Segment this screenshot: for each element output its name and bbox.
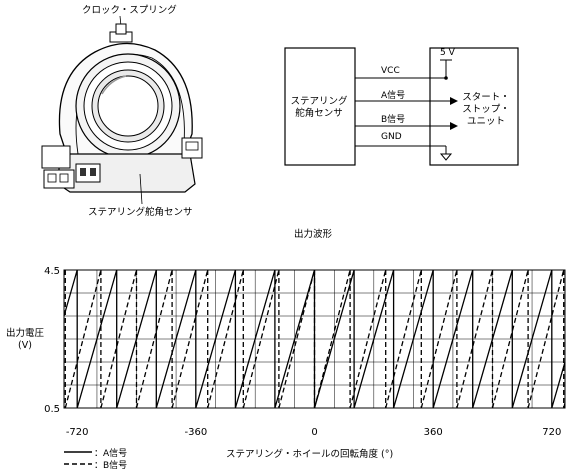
legend-a-signal: ：A信号	[94, 449, 128, 459]
supply-voltage-label: 5 V	[440, 48, 455, 58]
series-line-b-signal	[63, 269, 566, 409]
y-axis-label: 出力電圧 (V)	[5, 328, 44, 351]
steering-angle-sensor-illustration	[41, 15, 203, 205]
y-tick-label: 4.5	[44, 266, 60, 277]
sensor-block-label: ステアリング 舵角センサ	[290, 96, 348, 119]
line-label-a-signal: A信号	[381, 91, 406, 101]
x-tick-label: 720	[542, 427, 561, 438]
y-tick-label: 0.5	[44, 404, 60, 415]
x-tick-label: -720	[66, 427, 89, 438]
line-label-gnd: GND	[381, 132, 402, 142]
clock-spring-label: クロック・スプリング	[82, 5, 177, 16]
line-label-b-signal: B信号	[381, 115, 406, 125]
chart-title: 出力波形	[294, 229, 333, 240]
x-tick-label: 0	[311, 427, 317, 438]
series-line-a-signal	[63, 269, 566, 409]
line-label-vcc: VCC	[381, 66, 400, 76]
x-tick-label: 360	[424, 427, 443, 438]
legend-b-signal: ：B信号	[94, 461, 128, 471]
sensor-block	[284, 47, 356, 166]
x-tick-label: -360	[184, 427, 207, 438]
x-axis-label: ステアリング・ホイールの回転角度 (°)	[226, 449, 394, 460]
sensor-label: ステアリング舵角センサ	[88, 207, 193, 218]
circuit-diagram	[284, 47, 519, 166]
legend-line-a	[64, 451, 92, 465]
unit-block-label: スタート・ ストップ・ ユニット	[462, 92, 510, 127]
